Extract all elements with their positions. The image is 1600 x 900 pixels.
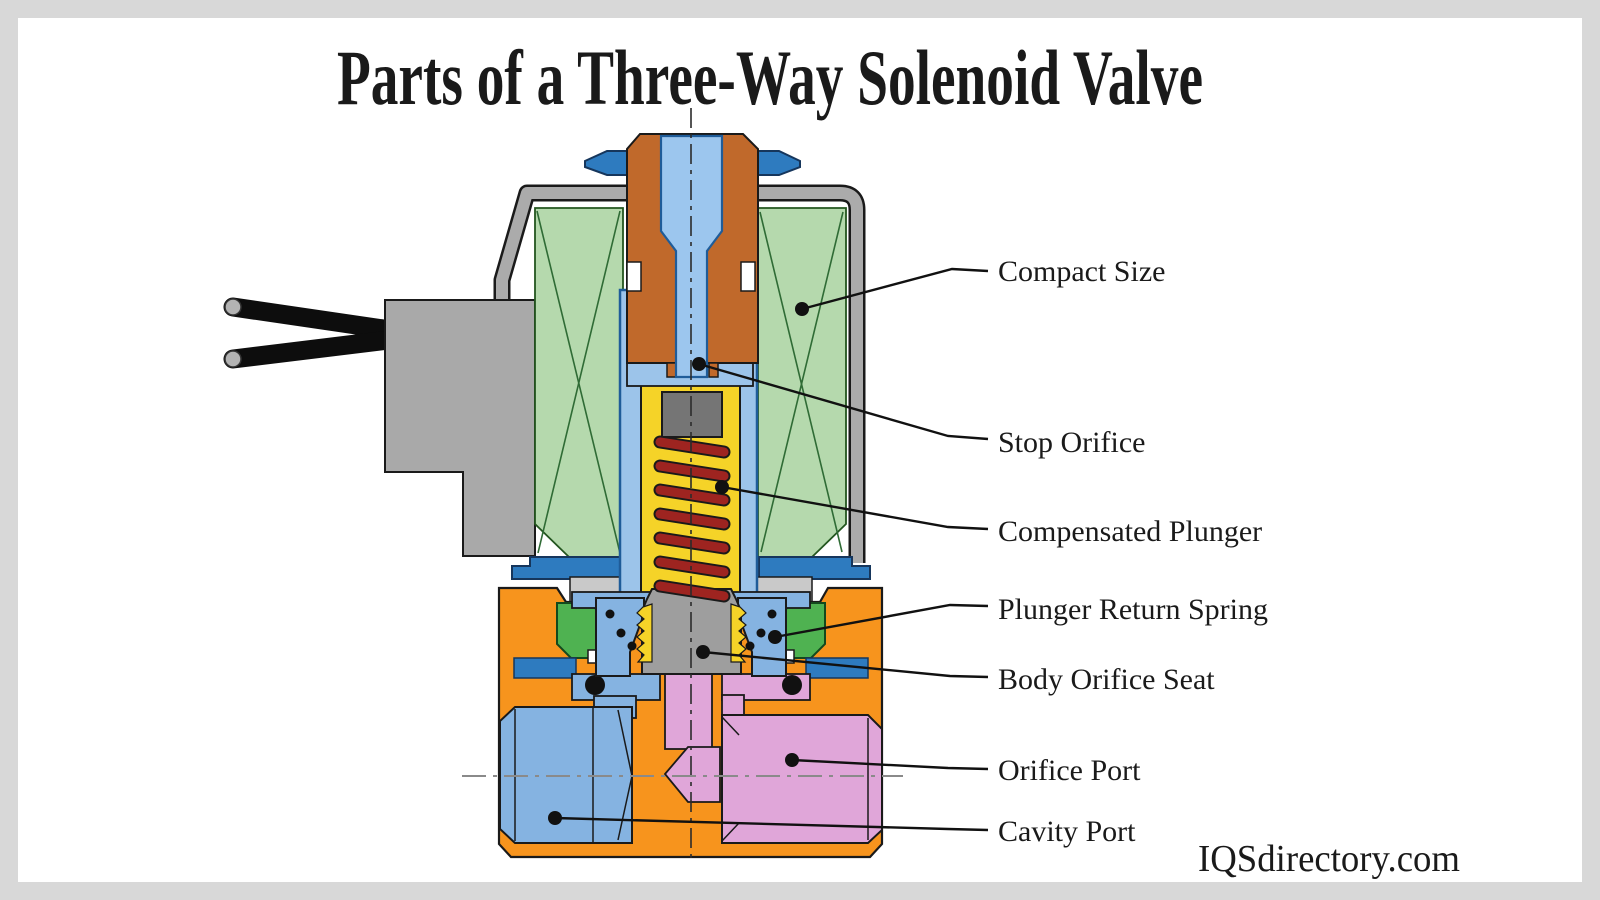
label-cavity-port: Cavity Port <box>998 815 1136 848</box>
orifice-gallery-drop <box>721 694 745 718</box>
leader-body-orifice-seat <box>696 645 989 679</box>
compensated-plunger <box>661 391 723 438</box>
label-body-orifice-seat: Body Orifice Seat <box>998 663 1215 696</box>
core-notch-right <box>740 261 756 292</box>
label-compensated-plunger: Compensated Plunger <box>998 515 1262 548</box>
wire-tip <box>224 350 242 368</box>
seat-thread-left <box>636 603 653 663</box>
watermark: IQSdirectory.com <box>1198 838 1460 880</box>
port-cone-line <box>721 716 740 736</box>
o-ring-left <box>585 675 605 695</box>
leader-compact-size <box>795 267 989 316</box>
leader-dot <box>692 357 706 371</box>
wire-upper <box>223 297 407 341</box>
solenoid-coil <box>534 207 847 558</box>
coil-flange-right <box>758 556 871 580</box>
return-spring-coil-dot <box>605 609 615 619</box>
core-tab-left <box>666 362 677 378</box>
port-cone-line <box>617 775 633 841</box>
page-title: Parts of a Three-Way Solenoid Valve <box>337 34 1203 121</box>
return-spring-coil-dot <box>756 628 766 638</box>
return-spring-coil-dot <box>745 641 755 651</box>
leader-cavity-port <box>548 811 989 832</box>
bonnet-rim-left <box>513 657 577 679</box>
orifice-port-bore <box>721 714 883 844</box>
leader-line <box>698 362 989 441</box>
coil-cross-line <box>759 211 843 553</box>
wire-lower <box>223 329 407 369</box>
label-plunger-return-spring: Plunger Return Spring <box>998 593 1268 626</box>
leader-dot <box>785 753 799 767</box>
leader-compensated-plunger <box>715 480 989 531</box>
spring-coil <box>655 437 729 601</box>
o-ring-right <box>782 675 802 695</box>
leader-orifice-port <box>785 753 989 771</box>
orifice-port <box>663 670 883 844</box>
return-spring-coil-dot <box>616 628 626 638</box>
leader-stop-orifice <box>692 357 989 441</box>
leader-dot <box>696 645 710 659</box>
leader-plunger-return-spring <box>768 603 989 644</box>
leader-dot <box>548 811 562 825</box>
label-orifice-port: Orifice Port <box>998 754 1141 787</box>
core-notch-left <box>626 261 642 292</box>
coil-cross-line <box>537 210 621 554</box>
seat-thread-right <box>730 603 747 663</box>
leader-line <box>801 267 989 311</box>
leader-line <box>791 758 989 771</box>
port-cone-line <box>617 709 633 777</box>
leader-dot <box>795 302 809 316</box>
return-spring-coil-dot <box>767 609 777 619</box>
return-spring-coil-dot <box>627 641 637 651</box>
cavity-port <box>499 695 637 844</box>
leader-line <box>554 816 989 832</box>
plunger-return-spring <box>653 435 731 603</box>
lead-wires <box>223 297 407 369</box>
port-cone-line <box>721 822 740 842</box>
leader-line <box>721 485 989 531</box>
orifice-funnel <box>663 746 721 803</box>
leader-line <box>774 603 989 639</box>
label-compact-size: Compact Size <box>998 255 1165 288</box>
leader-line <box>702 650 989 679</box>
leader-dot <box>715 480 729 494</box>
wire-tip <box>224 298 242 316</box>
orifice-channel <box>664 670 713 750</box>
leader-dot <box>768 630 782 644</box>
label-stop-orifice: Stop Orifice <box>998 426 1145 459</box>
